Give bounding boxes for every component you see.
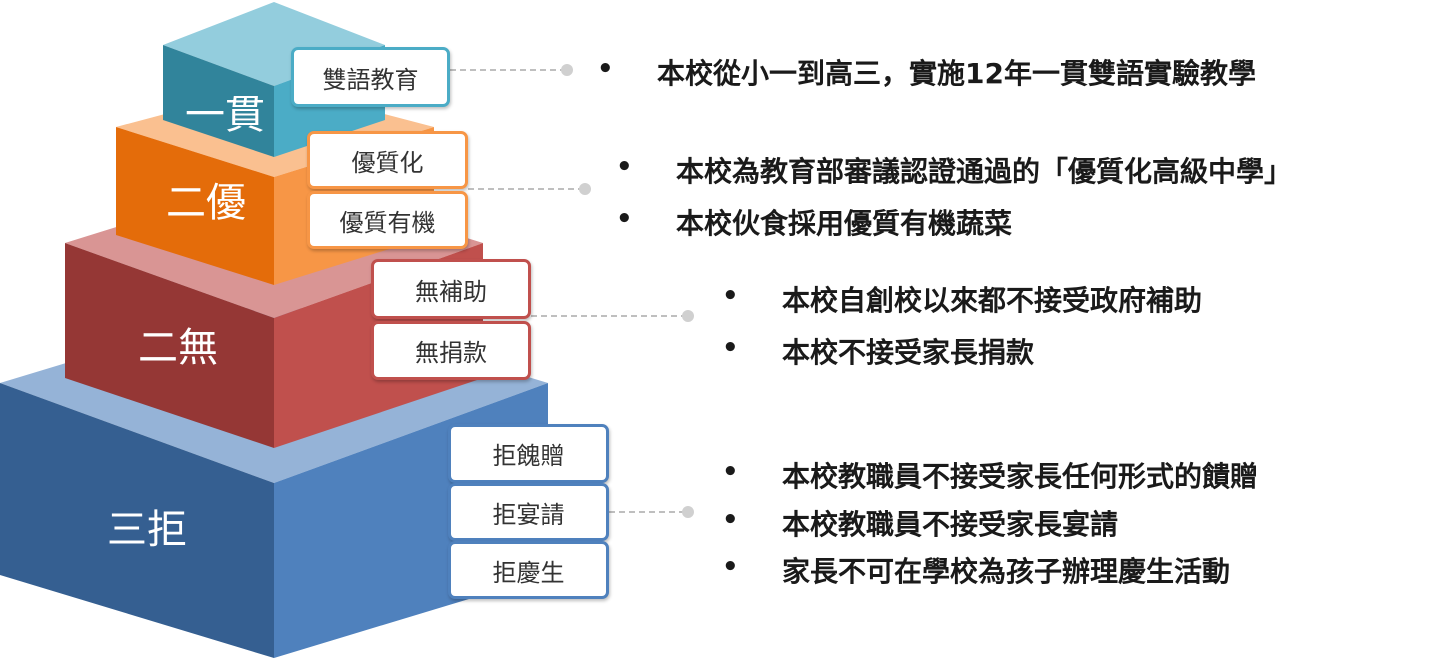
bullet-text: 本校不接受家長捐款 [782, 336, 1035, 369]
tag-no-donation: 無捐款 [371, 321, 531, 380]
bullet-icon: • [616, 204, 633, 234]
bullet-text: 本校為教育部審議認證通過的「優質化高級中學」 [676, 155, 1293, 188]
connector-0 [450, 64, 573, 76]
tag-no-subsidy: 無補助 [371, 259, 531, 319]
tag-quality: 優質化 [307, 131, 468, 189]
connector-dot [682, 310, 694, 322]
tier-label-2: 二無 [138, 325, 218, 371]
tier-label-1: 二優 [166, 180, 246, 226]
bullet-icon: • [722, 333, 739, 363]
connector-dot [561, 64, 573, 76]
bullet-icon: • [722, 281, 739, 311]
bullet-icon: • [616, 152, 633, 182]
bullet-icon: • [597, 54, 614, 84]
tier-front-face [163, 45, 274, 157]
bullet-icon: • [722, 552, 739, 582]
bullet-text: 本校伙食採用優質有機蔬菜 [676, 207, 1013, 240]
tier-front-face [116, 127, 274, 285]
tag-bilingual: 雙語教育 [291, 47, 450, 107]
bullet-text: 本校教職員不接受家長宴請 [782, 508, 1119, 541]
bullet-text: 本校教職員不接受家長任何形式的饋贈 [782, 460, 1259, 493]
tier-front-face [0, 383, 274, 658]
tier-label-3: 三拒 [107, 507, 187, 553]
tier-front-face [65, 243, 274, 448]
connector-dot [682, 506, 694, 518]
tag-no-gifts: 拒餽贈 [448, 424, 609, 483]
bullet-text: 本校從小一到高三，實施12年一貫雙語實驗教學 [657, 57, 1256, 90]
bullet-text: 本校自創校以來都不接受政府補助 [782, 284, 1203, 317]
connector-2 [531, 310, 694, 322]
connector-3 [609, 506, 694, 518]
tag-no-birthday: 拒慶生 [448, 541, 609, 599]
tag-no-banquets: 拒宴請 [448, 483, 609, 541]
connector-dot [579, 183, 591, 195]
tier-label-0: 一貫 [185, 92, 265, 138]
bullet-icon: • [722, 505, 739, 535]
bullet-icon: • [722, 457, 739, 487]
bullet-text: 家長不可在學校為孩子辦理慶生活動 [782, 555, 1231, 588]
connector-1 [468, 183, 591, 195]
tag-organic: 優質有機 [307, 191, 468, 249]
